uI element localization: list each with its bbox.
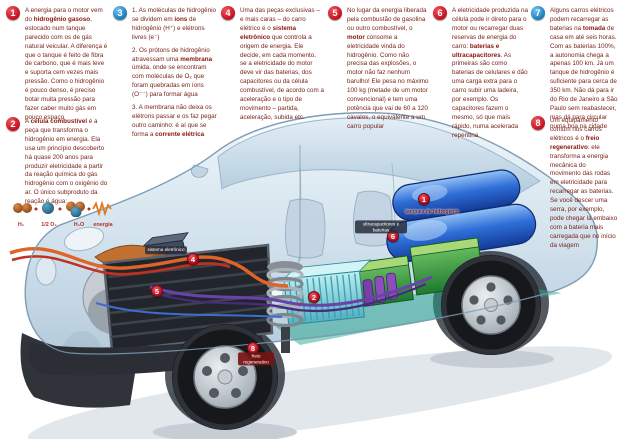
equation-label-h2o: H₂O (73, 222, 85, 228)
plus-dot (87, 207, 91, 211)
block-text: A célula combustível é a peça que transf… (25, 118, 108, 207)
step-number-badge: 3 (113, 6, 127, 20)
text-block-3: 3 1. As moléculas de hidrogênio se divid… (113, 6, 219, 140)
equation-label-energia: energia (93, 222, 113, 228)
paragraph: No lugar da energia liberada pela combus… (347, 7, 429, 130)
paragraph: Alguns carros elétricos podem recarregar… (550, 7, 618, 130)
car-body-outline (24, 112, 598, 355)
car-illustration (9, 112, 613, 439)
paragraph: A célula combustível é a peça que transf… (25, 118, 108, 206)
text-block-5: 5 No lugar da energia liberada pela comb… (328, 6, 429, 132)
equation-labels: H₂ 1/2 O₂ H₂O energia (8, 222, 116, 230)
text-block-8: 8 Um equipamento comum nos carros elétri… (531, 116, 618, 251)
text-block-6: 6 A eletricidade produzida na célula pod… (433, 6, 528, 141)
molecule-diagram (13, 200, 112, 218)
paragraph: 3. A membrana não deixa os elétrons pass… (132, 104, 217, 138)
energy-zigzag-icon (92, 200, 112, 217)
step-number-badge: 1 (6, 6, 20, 20)
chemical-equation: H₂ 1/2 O₂ H₂O energia (8, 200, 116, 230)
block-text: A energia para o motor vem do hidrogênio… (25, 7, 108, 123)
block-text: A eletricidade produzida na célula pode … (452, 7, 528, 141)
car-label-electronics: sistema eletrônico (145, 246, 187, 254)
text-block-7: 7 Alguns carros elétricos podem recarreg… (531, 6, 618, 132)
paragraph: Um equipamento comum nos carros elétrico… (550, 117, 618, 249)
block-text: Um equipamento comum nos carros elétrico… (550, 117, 618, 251)
block-text: Uma das peças exclusivas – e mais caras … (240, 7, 324, 123)
paragraph: Uma das peças exclusivas – e mais caras … (240, 7, 324, 121)
hydrogen-atom (22, 203, 32, 213)
rear-wheel (441, 255, 541, 355)
equation-label-h2: H₂ (17, 222, 25, 228)
front-wheel (172, 324, 278, 430)
hydrogen-atom (13, 203, 23, 213)
plus-dot (58, 207, 62, 211)
headlight (35, 226, 105, 286)
text-block-1: 1 A energia para o motor vem do hidrogên… (6, 6, 108, 123)
step-number-badge: 4 (221, 6, 235, 20)
car-badge-8: 8 (247, 342, 259, 354)
car-badge-2: 2 (308, 291, 320, 303)
car-label-tanks: tanques de hidrogênio (405, 209, 459, 216)
step-number-badge: 5 (328, 6, 342, 20)
block-text: 1. As moléculas de hidrogênio se dividem… (132, 7, 219, 140)
step-number-badge: 6 (433, 6, 447, 20)
car-label-brake: freio regenerativo (238, 352, 274, 366)
oxygen-atom (42, 202, 54, 214)
paragraph: 2. Os prótons de hidrogênio atravessam u… (132, 46, 213, 99)
equation-label-o2: 1/2 O₂ (41, 222, 57, 228)
text-block-2: 2 A célula combustível é a peça que tran… (6, 117, 108, 207)
paragraph: A energia para o motor vem do hidrogênio… (25, 7, 108, 121)
plus-dot (34, 207, 38, 211)
car-badge-5: 5 (151, 285, 163, 297)
power-cables (9, 247, 433, 318)
block-text: No lugar da energia liberada pela combus… (347, 7, 429, 132)
paragraph: A eletricidade produzida na célula pode … (452, 7, 528, 139)
ground-shadow (27, 346, 613, 439)
step-number-badge: 7 (531, 6, 545, 20)
block-text: Alguns carros elétricos podem recarregar… (550, 7, 618, 132)
car-badge-1: 1 (418, 193, 430, 205)
oxygen-atom (70, 206, 82, 218)
car-label-ultracaps: ultracapacitores e baterias (355, 220, 407, 234)
car-badge-4: 4 (187, 253, 199, 265)
paragraph: 1. As moléculas de hidrogênio se dividem… (132, 7, 217, 41)
step-number-badge: 8 (531, 116, 545, 130)
step-number-badge: 2 (6, 117, 20, 131)
text-block-4: 4 Uma das peças exclusivas – e mais cara… (221, 6, 324, 123)
